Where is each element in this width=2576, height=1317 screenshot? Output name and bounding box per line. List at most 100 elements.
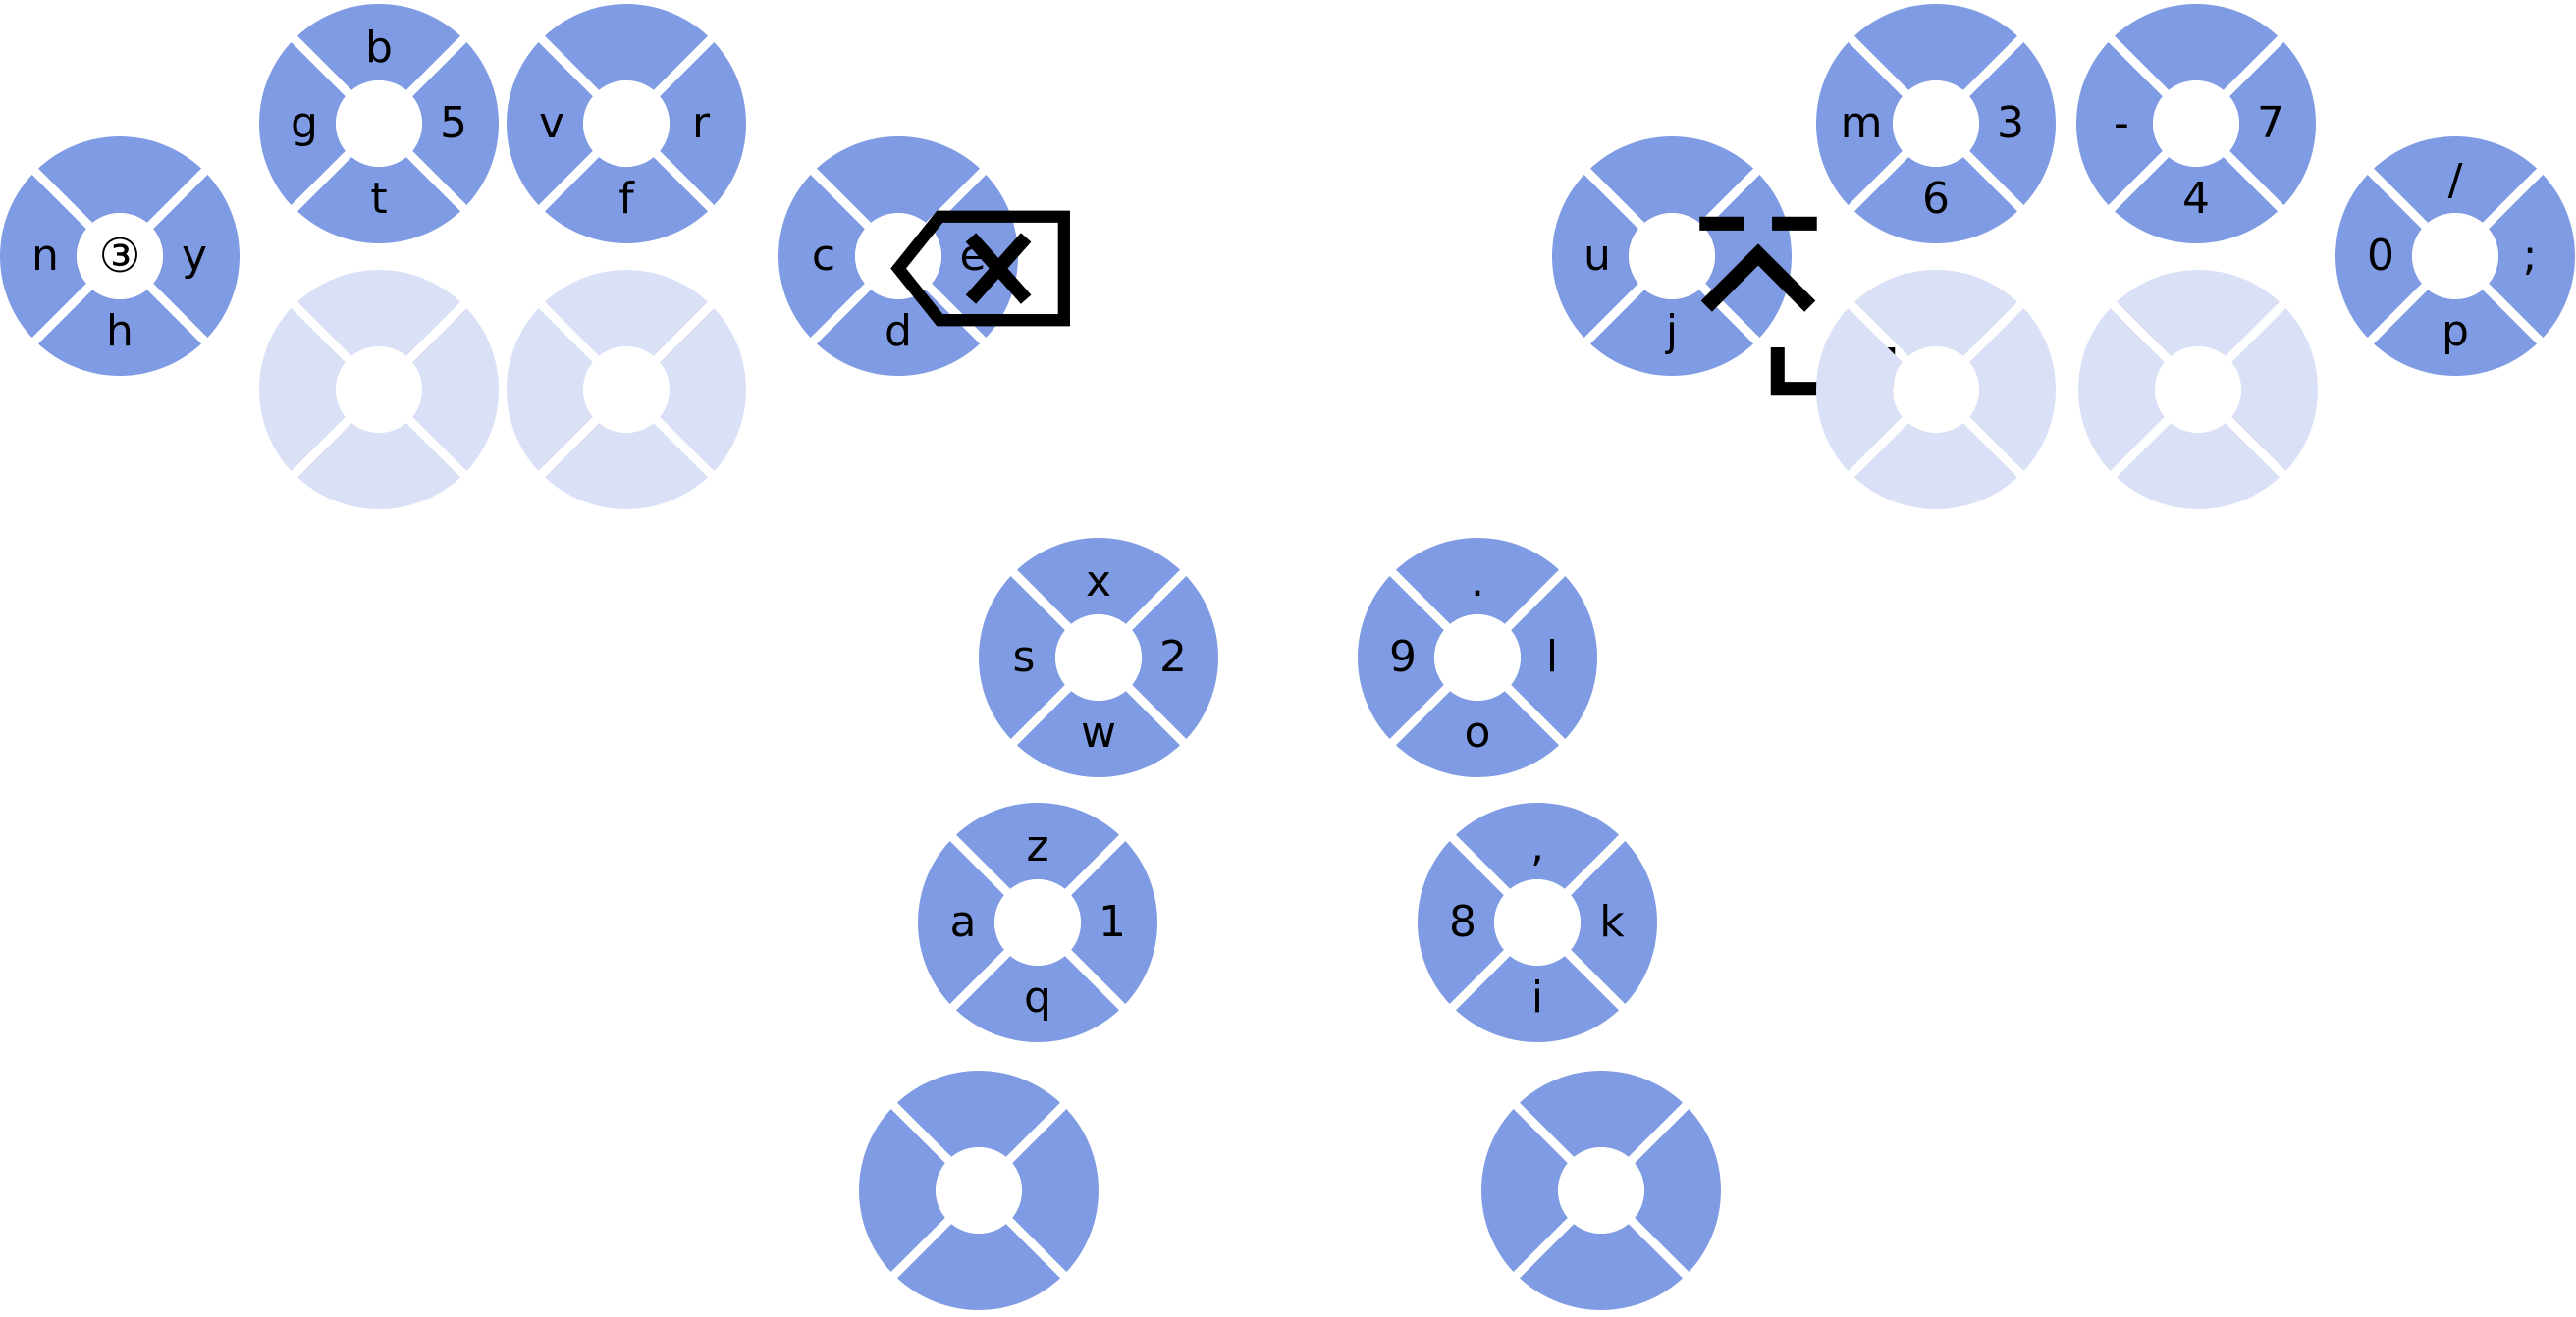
ring-center-hole[interactable]: [583, 80, 670, 167]
ring-center-hole[interactable]: [1055, 614, 1142, 701]
ring-center-hole[interactable]: [336, 346, 422, 433]
ring-blank-left: [858, 1070, 1100, 1311]
ring-graphic: [506, 269, 747, 510]
segment-right[interactable]: [1511, 575, 1598, 740]
ring-center-hole[interactable]: [2153, 80, 2239, 167]
segment-top[interactable]: [296, 269, 461, 356]
segment-top[interactable]: [955, 802, 1120, 889]
segment-bottom[interactable]: [296, 157, 461, 244]
ring-faded-2: [506, 269, 747, 510]
ring-graphic: [1417, 802, 1658, 1043]
segment-left[interactable]: [506, 307, 593, 472]
segment-top[interactable]: [1589, 135, 1754, 223]
ring-center-hole[interactable]: [1893, 346, 1979, 433]
segment-left[interactable]: [1357, 575, 1444, 740]
segment-right[interactable]: [153, 174, 241, 339]
ring-r-f-v: r f v: [506, 3, 747, 244]
segment-right[interactable]: [660, 307, 747, 472]
segment-right[interactable]: [1012, 1108, 1100, 1273]
segment-left[interactable]: [1815, 41, 1903, 206]
segment-left[interactable]: [2334, 174, 2422, 339]
segment-left[interactable]: [2075, 41, 2163, 206]
segment-right[interactable]: [660, 41, 747, 206]
ring-graphic: [2334, 135, 2576, 377]
segment-bottom[interactable]: [296, 423, 461, 510]
segment-left[interactable]: [917, 840, 1004, 1005]
segment-left[interactable]: [1815, 307, 1903, 472]
segment-right[interactable]: [1071, 840, 1158, 1005]
segment-left[interactable]: [1551, 174, 1638, 339]
segment-right[interactable]: [1635, 1108, 1722, 1273]
segment-bottom[interactable]: [2114, 157, 2279, 244]
segment-bottom[interactable]: [37, 290, 202, 377]
ring-graphic: [258, 269, 500, 510]
segment-top[interactable]: [896, 1070, 1061, 1157]
segment-top[interactable]: [816, 135, 981, 223]
segment-top[interactable]: [2116, 269, 2281, 356]
ring-center-hole[interactable]: [994, 879, 1081, 966]
segment-top[interactable]: [544, 3, 709, 90]
ring-center-hole[interactable]: [1629, 213, 1715, 299]
segment-right[interactable]: [1132, 575, 1219, 740]
ring-center-hole[interactable]: [936, 1147, 1022, 1234]
segment-bottom[interactable]: [1853, 157, 2018, 244]
segment-top[interactable]: [1853, 3, 2018, 90]
ring-graphic: [1815, 3, 2057, 244]
ring-center-hole[interactable]: [77, 213, 163, 299]
segment-top[interactable]: [1519, 1070, 1684, 1157]
segment-left[interactable]: [858, 1108, 945, 1273]
segment-bottom[interactable]: [955, 956, 1120, 1043]
ring-center-hole[interactable]: [1893, 80, 1979, 167]
segment-bottom[interactable]: [2116, 423, 2281, 510]
ring-graphic: [506, 3, 747, 244]
segment-top[interactable]: [1853, 269, 2018, 356]
ring-graphic: [778, 135, 1019, 377]
segment-left[interactable]: [258, 41, 346, 206]
ring-center-hole[interactable]: [1494, 879, 1581, 966]
ring-center-hole[interactable]: [1558, 1147, 1644, 1234]
segment-bottom[interactable]: [1455, 956, 1620, 1043]
segment-left[interactable]: [778, 174, 865, 339]
segment-right[interactable]: [1571, 840, 1658, 1005]
ring-graphic: [1480, 1070, 1722, 1311]
segment-bottom[interactable]: [544, 423, 709, 510]
segment-top[interactable]: [2114, 3, 2279, 90]
segment-bottom[interactable]: [1519, 1224, 1684, 1311]
segment-right[interactable]: [2489, 174, 2576, 339]
segment-right[interactable]: [1969, 307, 2057, 472]
segment-left[interactable]: [2077, 307, 2165, 472]
segment-top[interactable]: [1016, 537, 1181, 624]
segment-right[interactable]: [2229, 41, 2317, 206]
ring-center-hole[interactable]: [1434, 614, 1521, 701]
segment-bottom[interactable]: [1016, 691, 1181, 778]
segment-bottom[interactable]: [1853, 423, 2018, 510]
ring-graphic: [0, 135, 241, 377]
segment-right[interactable]: [412, 41, 500, 206]
segment-bottom[interactable]: [896, 1224, 1061, 1311]
ring-center-hole[interactable]: [2155, 346, 2241, 433]
ring-center-hole[interactable]: [583, 346, 670, 433]
segment-left[interactable]: [506, 41, 593, 206]
segment-right[interactable]: [2231, 307, 2319, 472]
segment-top[interactable]: [37, 135, 202, 223]
segment-top[interactable]: [1455, 802, 1620, 889]
segment-left[interactable]: [0, 174, 86, 339]
segment-bottom[interactable]: [1395, 691, 1560, 778]
segment-right[interactable]: [1969, 41, 2057, 206]
segment-bottom[interactable]: [2373, 290, 2538, 377]
segment-left[interactable]: [258, 307, 346, 472]
segment-top[interactable]: [544, 269, 709, 356]
segment-bottom[interactable]: [544, 157, 709, 244]
segment-top[interactable]: [296, 3, 461, 90]
segment-top[interactable]: [2373, 135, 2538, 223]
ring-faded-4: [2077, 269, 2319, 510]
segment-left[interactable]: [1417, 840, 1504, 1005]
ring-7-4-dash: 7 4 -: [2075, 3, 2317, 244]
segment-left[interactable]: [1480, 1108, 1568, 1273]
segment-left[interactable]: [978, 575, 1065, 740]
segment-right[interactable]: [412, 307, 500, 472]
segment-top[interactable]: [1395, 537, 1560, 624]
ring-center-hole[interactable]: [336, 80, 422, 167]
ring-center-hole[interactable]: [855, 213, 941, 299]
ring-center-hole[interactable]: [2412, 213, 2498, 299]
